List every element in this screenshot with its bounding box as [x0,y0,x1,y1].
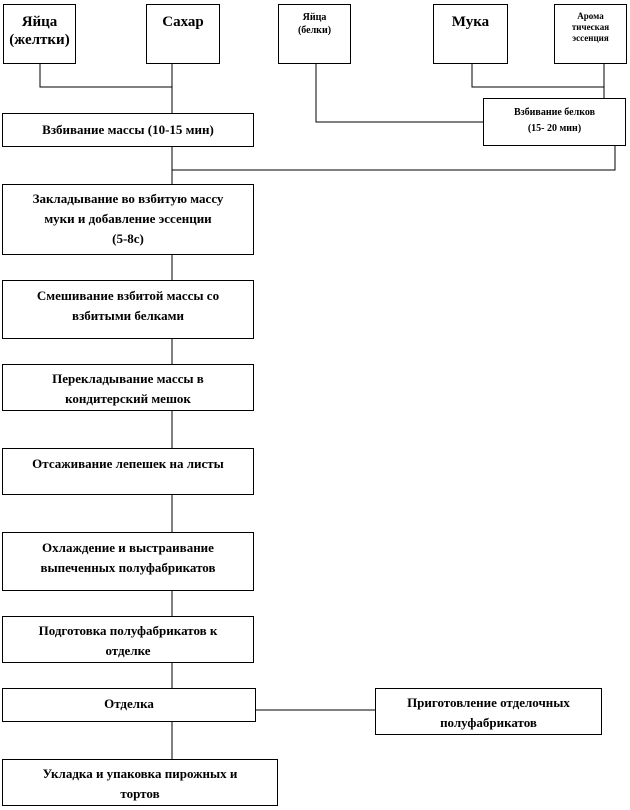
connector-egg-whites [315,64,483,123]
box-finishing-semis: Приготовление отделочных полуфабрикатов [375,688,602,735]
box-prepare-finishing: Подготовка полуфабрикатов к отделке [2,616,254,663]
box-pipe-sheets: Отсаживание лепешек на листы [2,448,254,495]
box-finishing: Отделка [2,688,256,722]
box-flour: Мука [433,4,508,64]
box-egg-yolks: Яйца (желтки) [3,4,76,64]
box-essence: Арома тическая эссенция [554,4,627,64]
box-whip-whites: Взбивание белков (15- 20 мин) [483,98,626,146]
connector-whipped-whites [172,146,616,171]
box-fold-flour: Закладывание во взбитую массу муки и доб… [2,184,254,255]
box-packing: Укладка и упаковка пирожных и тортов [2,759,278,806]
box-egg-whites: Яйца (белки) [278,4,351,64]
box-mix-whites: Смешивание взбитой массы со взбитыми бел… [2,280,254,339]
box-cool: Охлаждение и выстраивание выпеченных пол… [2,532,254,591]
box-sugar: Сахар [146,4,220,64]
connector-yolks [39,64,172,88]
box-transfer-bag: Перекладывание массы в кондитерский мешо… [2,364,254,411]
connector-flour [471,64,604,88]
box-whip-mass: Взбивание массы (10-15 мин) [2,113,254,147]
